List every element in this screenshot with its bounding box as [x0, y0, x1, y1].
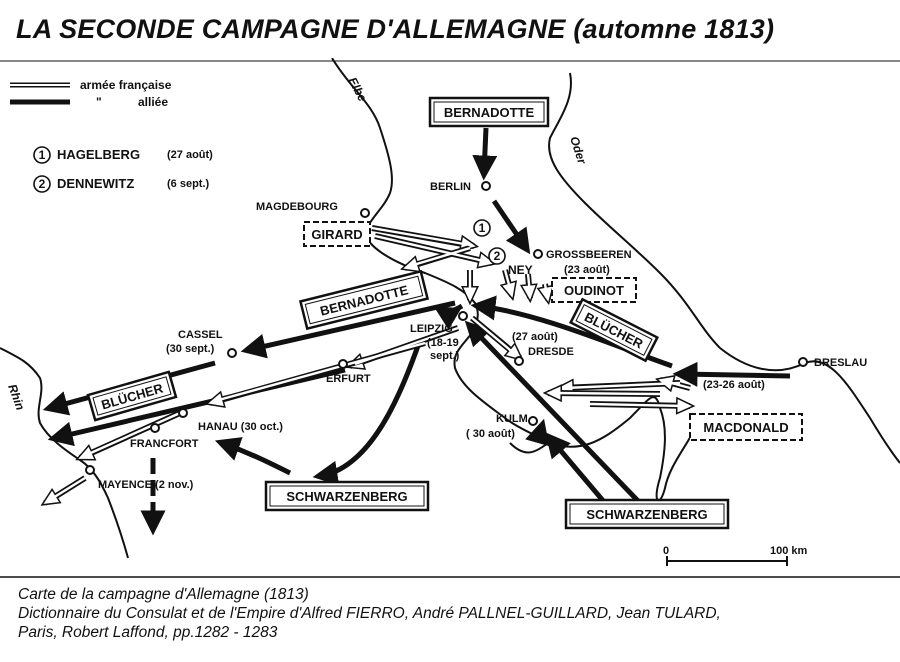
grossbeeren-marker — [533, 249, 543, 259]
battle-1-map-number: 1 — [479, 221, 486, 235]
leipzig-date-2: sept.) — [430, 350, 460, 362]
mayence-label: MAYENCE (2 nov.) — [98, 479, 194, 491]
ney-text: NEY — [508, 263, 533, 277]
battle-2-marker — [33, 175, 51, 193]
leipzig-marker — [458, 311, 468, 321]
blucher-east-box: BLÜCHER — [568, 297, 660, 363]
bernadotte-north-text: BERNADOTTE — [444, 105, 535, 120]
schwarzenberg-west-box: SCHWARZENBERG — [264, 480, 430, 512]
battle-2-number: 2 — [39, 177, 46, 191]
breslau-label: BRESLAU — [814, 357, 867, 369]
city-labels: BERLIN MAGDEBOURG GROSSBEEREN (23 août) … — [98, 181, 867, 491]
erfurt-marker — [338, 359, 348, 369]
battle-1-name: HAGELBERG — [57, 147, 140, 162]
grossbeeren-date: (23 août) — [564, 264, 610, 276]
oudinot-box: OUDINOT — [551, 277, 637, 303]
oudinot-text: OUDINOT — [564, 283, 624, 298]
battle-2-map-marker — [488, 247, 506, 265]
magdebourg-label: MAGDEBOURG — [256, 201, 338, 213]
city-markers — [85, 181, 808, 475]
bernadotte-north-box: BERNADOTTE — [428, 96, 550, 128]
elbe-label: Elbe — [345, 75, 369, 104]
allied-arrow-schwarzenberg-west — [214, 437, 292, 476]
allied-arrow-blucher-east — [672, 361, 791, 387]
hanau-marker — [178, 408, 188, 418]
battle-2-name: DENNEWITZ — [57, 176, 134, 191]
schwarzenberg-south-box: SCHWARZENBERG — [564, 498, 730, 530]
battle-2-map-number: 2 — [494, 249, 501, 263]
allied-arrow-schwarzenberg-leipzig — [464, 320, 642, 505]
allied-arrow-blucher-leipzig — [470, 295, 673, 369]
scale-start: 0 — [663, 545, 669, 557]
campaign-map: armée française " alliée 1 HAGELBERG (27… — [0, 58, 900, 578]
hanau-label: HANAU (30 oct.) — [198, 421, 283, 433]
schwarzenberg-south-text: SCHWARZENBERG — [586, 507, 707, 522]
rhine-river — [0, 347, 129, 559]
girard-box: GIRARD — [303, 221, 371, 247]
grossbeeren-label: GROSSBEEREN — [546, 249, 632, 261]
battle-1-date: (27 août) — [167, 149, 213, 161]
erfurt-label: ERFURT — [326, 373, 371, 385]
dresde-date: (27 août) — [512, 331, 558, 343]
cassel-marker — [227, 348, 237, 358]
leipzig-label: LEIPZIG — [410, 323, 453, 335]
silesia-date: (23-26 août) — [703, 379, 765, 391]
dresde-label: DRESDE — [528, 346, 574, 358]
cassel-date: (30 sept.) — [166, 343, 215, 355]
border-southwest — [509, 442, 549, 454]
legend: armée française " alliée 1 HAGELBERG (27… — [10, 78, 213, 193]
commanders: BERNADOTTE GIRARD NEY OUDINOT BERNADOTTE… — [86, 96, 803, 530]
legend-allied-marker: " — [96, 95, 102, 109]
allied-arrow-bernadotte-north-leipzig — [433, 303, 464, 330]
berlin-marker — [481, 181, 491, 191]
kulm-date: ( 30 août) — [466, 428, 515, 440]
battle-2-date: (6 sept.) — [167, 178, 210, 190]
french-movements — [45, 225, 691, 503]
map-caption: Carte de la campagne d'Allemagne (1813) … — [18, 585, 721, 642]
scale-end: 100 km — [770, 545, 808, 557]
oder-river — [548, 72, 900, 464]
mayence-marker — [85, 465, 95, 475]
cassel-label: CASSEL — [178, 329, 223, 341]
caption-line-1: Carte de la campagne d'Allemagne (1813) — [18, 586, 309, 603]
macdonald-box: MACDONALD — [689, 413, 803, 441]
page-title: LA SECONDE CAMPAGNE D'ALLEMAGNE (automne… — [16, 14, 775, 44]
scale-bar: 0 100 km — [663, 545, 808, 566]
leipzig-date-1: (18-19 — [427, 337, 459, 349]
allied-arrow-bernadotte-cassel — [240, 300, 456, 359]
french-arrow-fills — [47, 226, 691, 503]
battle-markers-map: 1 2 — [473, 219, 506, 265]
elbe-river — [331, 58, 549, 444]
caption-line-2: Dictionnaire du Consulat et de l'Empire … — [18, 605, 721, 622]
magdebourg-marker — [360, 208, 370, 218]
allied-arrow-schwarzenberg-kulm — [545, 432, 607, 505]
allied-arrow-bernadotte-berlin — [472, 127, 498, 181]
kulm-marker — [528, 416, 538, 426]
dresde-marker — [514, 356, 524, 366]
allied-arrow-berlin-grossbeeren — [491, 199, 531, 255]
legend-allied-label: alliée — [138, 95, 168, 109]
legend-french-label: armée française — [80, 78, 172, 92]
allied-arrow-leipzig-south — [312, 339, 423, 486]
francfort-label: FRANCFORT — [130, 438, 199, 450]
kulm-label: KULM — [496, 413, 528, 425]
border-south — [547, 396, 701, 502]
berlin-label: BERLIN — [430, 181, 471, 193]
francfort-marker — [150, 423, 160, 433]
breslau-marker — [798, 357, 808, 367]
battle-1-map-marker — [473, 219, 491, 237]
bernadotte-west-box: BERNADOTTE — [298, 269, 430, 331]
oder-label: Oder — [567, 135, 589, 167]
rhin-label: Rhin — [5, 382, 27, 412]
schwarzenberg-west-text: SCHWARZENBERG — [286, 489, 407, 504]
girard-text: GIRARD — [311, 227, 362, 242]
macdonald-text: MACDONALD — [703, 420, 788, 435]
battle-1-number: 1 — [39, 148, 46, 162]
battle-1-marker — [33, 146, 51, 164]
caption-line-3: Paris, Robert Laffond, pp.1282 - 1283 — [18, 624, 278, 641]
allied-arrow-kulm-north — [525, 418, 550, 447]
